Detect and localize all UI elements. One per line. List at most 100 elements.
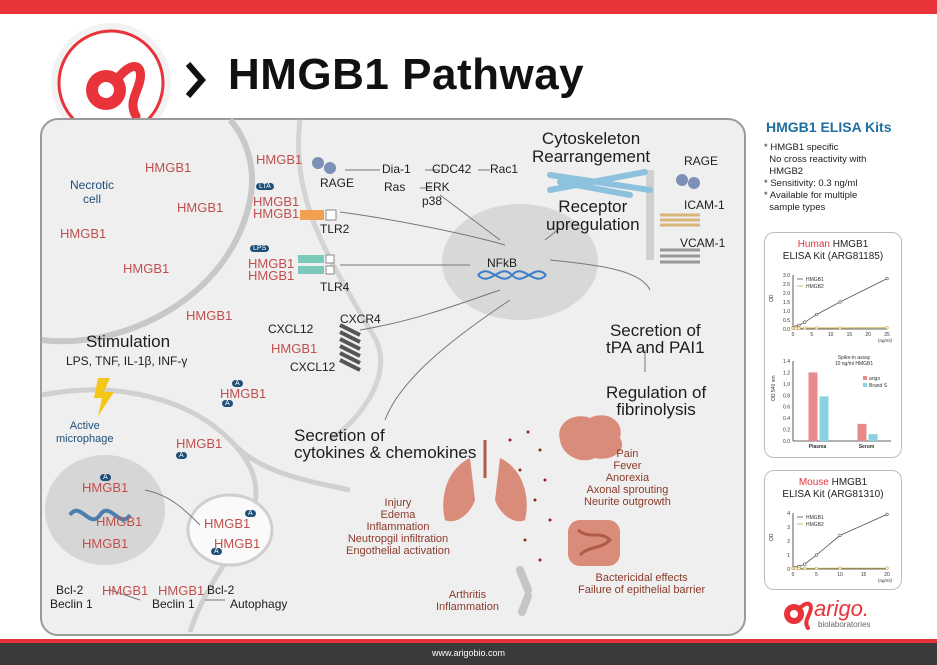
x-tick-label: 20 [865,332,871,338]
x-tick-label: 10 [837,572,843,578]
necrotic-cell-label: Necrotic cell [70,178,115,206]
y-tick-label: 3.0 [783,273,790,279]
cxcl12-label: CXCL12 [290,360,336,374]
feature-list: * HMGB1 specific No cross reactivity wit… [764,142,866,214]
y-tick-label: 1.4 [783,359,790,365]
y-tick-label: 2.0 [783,291,790,297]
arigo-logo-icon [784,601,813,630]
y-axis-label: OD [769,294,775,302]
bcl2-label: Bcl-2 [56,583,84,597]
mouse-kit-name: HMGB1 [828,477,868,488]
data-point [814,326,819,330]
y-tick-label: 0.4 [783,416,790,422]
hmgb1-label: HMGB1 [145,160,192,175]
legend-swatch [863,376,867,380]
y-tick-label: 0.2 [783,428,790,434]
hmgb1-nucleus-label: HMGB1 [82,536,129,551]
x-axis-label: (ng/ml) [878,338,893,343]
feature-item: No cross reactivity with [764,154,867,165]
feature-item: sample types [764,202,826,213]
data-point [885,326,889,330]
legend-label: HMGB1 [806,515,824,521]
lps-badge: LPS [250,245,270,252]
pathway-diagram [41,117,700,633]
hmgb1-acetyl-label: HMGB1 [220,386,267,401]
autophagy-label: Autophagy [230,597,288,611]
bar-arigo [857,423,867,441]
data-point [885,277,889,281]
hmgb1-autophagy-label: HMGB1 [158,583,205,598]
human-kit-line2: ELISA Kit (ARG81185) [782,251,884,262]
y-tick-label: 4 [787,511,790,517]
lungs-icon [443,440,527,522]
y-tick-label: 1.5 [783,300,790,306]
rage-label: RAGE [320,176,355,190]
legend-label: HMGB2 [806,522,824,528]
hmgb1-cxcl12-label: HMGB1 [271,341,318,356]
brand-logo-icon [51,23,171,143]
icam1-label: ICAM-1 [684,198,725,212]
data-point [794,326,798,330]
cxcr4-label: CXCR4 [340,312,381,326]
acetyl-badge: A [211,548,222,555]
active-macrophage-label: Active microphage [56,420,114,445]
data-point [803,320,807,324]
human-kit-species: Human [797,239,830,250]
receptor-upregulation-label: Receptor upregulation [546,197,640,234]
data-point [794,566,798,570]
beclin-label: Beclin 1 [50,597,93,611]
bcl2-label: Bcl-2 [207,583,235,597]
human-kit-name: HMGB1 [829,239,869,250]
hmgb1-vesicle-label: HMGB1 [204,516,251,531]
x-tick-label: 0 [792,332,795,338]
hmgb1-acetyl-label: HMGB1 [176,436,223,451]
x-tick-label: 20 [884,572,890,578]
y-tick-label: 0.6 [783,405,790,411]
hmgb1-tlr4-label: HMGB1 [248,256,295,271]
nfkb-label: NFkB [487,256,517,270]
hmgb1-tlr2-label: HMGB1 [253,194,300,209]
y-tick-label: 0.8 [783,393,790,399]
mouse-kit-line2: ELISA Kit (ARG81310) [782,489,884,500]
data-point [803,562,807,566]
acetyl-badge: A [232,380,243,387]
lightning-icon [94,378,114,416]
y-tick-label: 2 [787,539,790,545]
chart-title: Spike-in assay [838,355,871,361]
cdc42-label: CDC42 [432,162,472,176]
pathway-panel [40,118,746,636]
brand-name: arigo. [814,596,870,621]
human-spike-chart: 0.00.20.40.60.81.01.21.4OD 540 nmSpike-i… [771,355,891,450]
sidebar-title: HMGB1 ELISA Kits [766,119,892,135]
joint-icon [516,566,532,616]
hmgb1-rage-label: HMGB1 [256,152,303,167]
y-tick-label: 0.0 [783,327,790,333]
dia1-label: Dia-1 [382,162,411,176]
data-point [885,512,889,516]
beclin-label: Beclin 1 [152,597,195,611]
chart-title: 10 ng/ml HMGB1 [835,361,874,367]
vcam1-label: VCAM-1 [680,236,726,250]
joint-effects-label: Arthritis Inflammation [436,589,499,613]
data-point [838,533,842,538]
y-tick-label: 0.0 [783,439,790,445]
lta-badge: LTA [256,183,274,190]
data-point [803,326,807,330]
data-point [814,312,819,317]
y-tick-label: 0.5 [783,318,790,324]
hmgb1-label: HMGB1 [177,200,224,215]
gut-effects-label: Bactericidal effects Failure of epitheli… [578,572,706,596]
y-axis-label: OD 540 nm [771,375,777,401]
data-point [803,566,807,570]
acetyl-badge: A [222,400,233,407]
hmgb1-autophagy-label: HMGB1 [102,583,149,598]
human-kit-card[interactable]: Human HMGB1 ELISA Kit (ARG81185) 0.0 0.5 1… [764,232,902,458]
x-axis-label: (ng/ml) [878,578,893,583]
cytoskeleton-label: Cytoskeleton Rearrangement [532,129,651,166]
dna-wave-icon [68,508,132,522]
x-tick-label: 10 [828,332,834,338]
secretion-tpa-label: Secretion of tPA and PAI1 [606,321,705,357]
hmgb1-tlr4-label: HMGB1 [248,268,295,283]
